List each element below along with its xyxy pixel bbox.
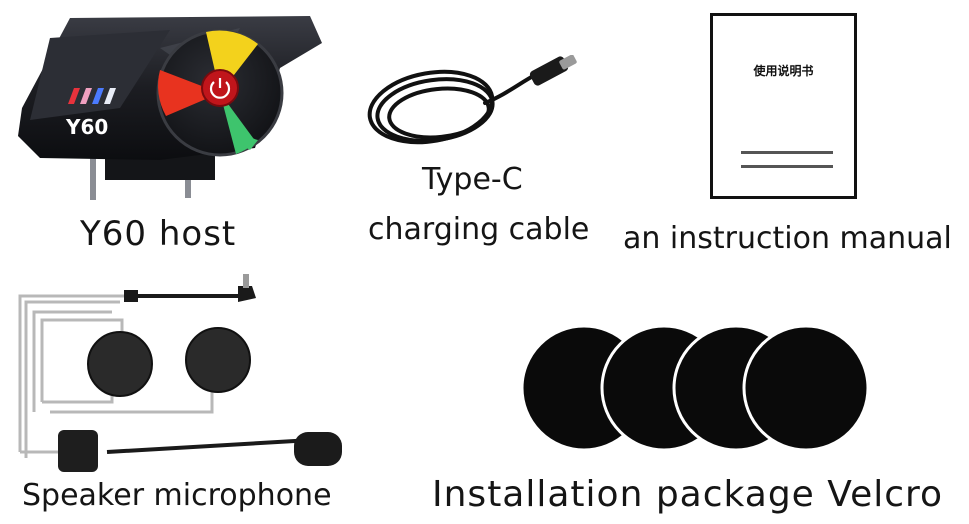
instruction-manual-label: an instruction manual xyxy=(623,221,952,256)
manual-line xyxy=(741,165,833,168)
velcro-image xyxy=(520,322,870,454)
y60-host-image: Y60 xyxy=(10,8,330,203)
speaker-left xyxy=(87,331,153,397)
y60-host-label: Y60 host xyxy=(80,214,237,254)
speaker-microphone-label: Speaker microphone xyxy=(22,478,332,513)
instruction-manual-image: 使用说明书 xyxy=(710,13,857,199)
type-c-cable-image xyxy=(365,55,585,170)
stripe-red xyxy=(68,88,80,104)
speaker-right xyxy=(185,327,251,393)
charging-cable-label: charging cable xyxy=(368,212,590,247)
velcro-pad xyxy=(742,324,870,452)
speaker-microphone-image xyxy=(12,272,347,478)
type-c-label: Type-C xyxy=(422,162,523,197)
manual-cover-text: 使用说明书 xyxy=(753,64,814,78)
segment-red xyxy=(158,70,220,116)
y60-badge-text: Y60 xyxy=(65,115,108,139)
manual-line xyxy=(741,151,833,154)
velcro-label: Installation package Velcro xyxy=(432,474,944,515)
